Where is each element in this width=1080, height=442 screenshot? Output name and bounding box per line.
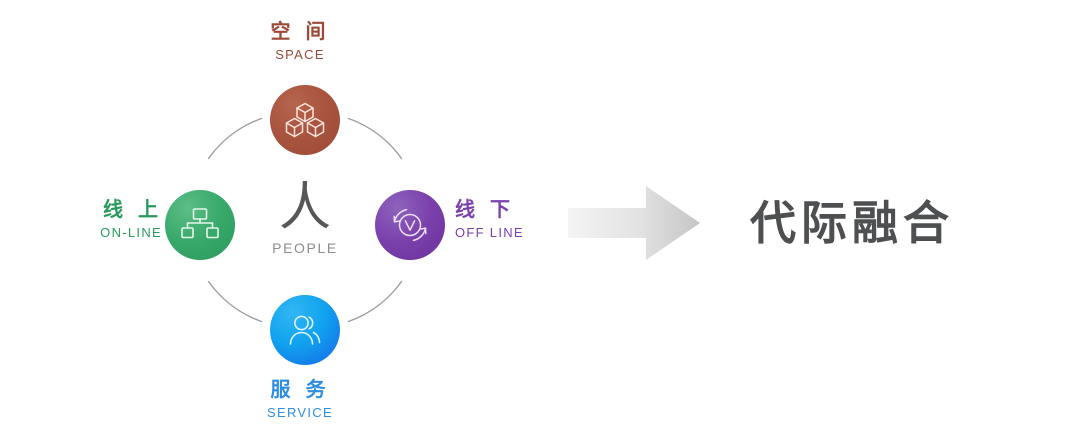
node-online[interactable]: [165, 190, 235, 260]
node-service[interactable]: [270, 295, 340, 365]
arc-offline-service: [347, 280, 403, 323]
people-glyph: 人: [278, 178, 331, 238]
people-group-icon: [289, 315, 321, 345]
refresh-cycle-icon: [393, 208, 427, 242]
center-people-group: 人 PEOPLE: [250, 182, 360, 256]
node-space[interactable]: [270, 85, 340, 155]
right-arrow-icon: [568, 186, 700, 260]
label-space: 空 间 SPACE: [230, 19, 370, 62]
label-offline-en: OFF LINE: [455, 224, 524, 240]
label-space-en: SPACE: [275, 46, 325, 62]
hub-connecting-arcs: [207, 117, 403, 323]
arc-service-online: [207, 280, 263, 323]
label-service-cn: 服 务: [270, 377, 330, 401]
node-offline[interactable]: [375, 190, 445, 260]
arc-online-space: [207, 117, 263, 160]
stacked-cubes-icon: [285, 102, 325, 138]
label-service-en: SERVICE: [267, 404, 333, 420]
people-label-en: PEOPLE: [272, 240, 338, 256]
label-offline: 线 下 OFF LINE: [455, 197, 565, 240]
headline-text: 代际融合: [750, 196, 954, 250]
label-space-cn: 空 间: [270, 19, 330, 43]
label-online-cn: 线 上: [103, 197, 162, 221]
network-nodes-icon: [181, 208, 219, 239]
label-service: 服 务 SERVICE: [230, 377, 370, 420]
label-offline-cn: 线 下: [455, 197, 514, 221]
circular-hub: 人 PEOPLE: [160, 70, 450, 370]
label-online: 线 上 ON-LINE: [72, 197, 162, 240]
arc-space-offline: [347, 117, 403, 160]
label-online-en: ON-LINE: [100, 224, 162, 240]
